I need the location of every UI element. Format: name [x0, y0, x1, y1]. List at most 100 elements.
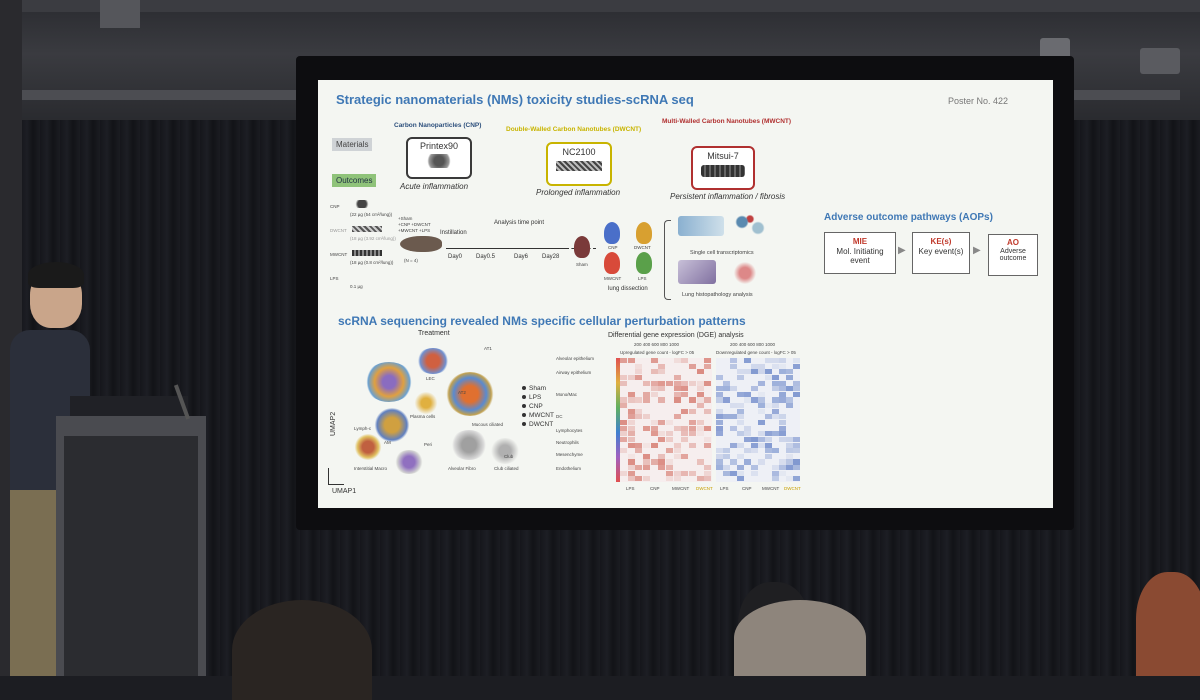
dge-row-groups: Alveolar epithelium Airway epithelium Mo…	[556, 356, 616, 482]
heatmap-cell	[643, 380, 651, 386]
umap-label: Alveolar Fibro	[448, 466, 476, 471]
heatmap-cell	[786, 453, 793, 459]
heatmap-cell	[689, 470, 697, 476]
heatmap-cell	[643, 459, 651, 465]
timepoint-day05: Day0.5	[476, 254, 496, 260]
heatmap-cell	[650, 380, 658, 386]
heatmap-cell	[751, 442, 758, 448]
heatmap-cell	[620, 374, 628, 381]
heatmap-cell	[704, 442, 712, 448]
heatmap-cell	[779, 386, 786, 392]
timepoint-day28: Day28	[542, 254, 560, 260]
dge-down-label: Downregulated gene count - logFC > 05	[716, 350, 796, 355]
heatmap-cell	[696, 459, 704, 465]
aop-mie-text: Mol. Initiating event	[836, 247, 884, 265]
heatmap-cell	[730, 363, 737, 369]
material-header-mwcnt: Multi-Walled Carbon Nanotubes (MWCNT)	[662, 118, 792, 125]
heatmap-cell	[627, 420, 635, 426]
umap-label: LEC	[426, 376, 435, 381]
umap-label: AT1	[484, 346, 492, 351]
heatmap-cell	[744, 369, 751, 375]
heatmap-cell	[723, 386, 730, 392]
heatmap-cell	[696, 425, 704, 431]
heatmap-cell	[758, 363, 765, 369]
heatmap-cell	[635, 448, 643, 454]
heatmap-cell	[696, 476, 704, 482]
heatmap-cell	[681, 408, 689, 414]
heatmap-cell	[620, 425, 628, 431]
heatmap-cell	[786, 465, 793, 471]
heatmap-cell	[758, 431, 765, 437]
umap-plot: AT1 AT2 LEC Plasma cells Mucous ciliated…	[354, 342, 524, 482]
heatmap-cell	[620, 420, 628, 426]
heatmap-cell	[772, 408, 779, 414]
legend-item: LPS	[522, 393, 554, 402]
dose-label-mwcnt: MWCNT	[330, 252, 348, 257]
heatmap-cell	[737, 403, 744, 409]
aop-title: Adverse outcome pathways (AOPs)	[824, 212, 993, 223]
dge-scale-up: 200 400 600 800 1000	[634, 342, 680, 347]
umap-title: Treatment	[418, 330, 450, 337]
heatmap-cell	[716, 448, 723, 454]
aop-ao-box: AO Adverse outcome	[988, 234, 1038, 276]
dge-group-label: Mono/Mac	[556, 392, 578, 397]
heatmap-cell	[704, 408, 712, 414]
heatmap-cell	[730, 358, 737, 364]
heatmap-cell	[758, 408, 765, 414]
heatmap-cell	[716, 397, 723, 403]
umap-label: Interstitial Macro	[354, 466, 388, 471]
aop-ke-head: KE(s)	[930, 237, 952, 246]
heatmap-cell	[689, 431, 697, 437]
heatmap-cell	[643, 442, 651, 448]
heatmap-cell	[737, 374, 744, 381]
lung-tissue-image	[730, 262, 760, 284]
heatmap-cell	[681, 470, 689, 476]
heatmap-cell	[627, 436, 635, 443]
stage-light	[100, 0, 140, 28]
heatmap-cell	[744, 436, 751, 443]
heatmap-cell	[673, 358, 681, 364]
dge-scale-down: 200 400 600 800 1000	[730, 342, 776, 347]
heatmap-cell	[765, 358, 772, 364]
heatmap-cell	[758, 436, 765, 443]
heatmap-cell	[627, 374, 635, 381]
heatmap-cell	[730, 403, 737, 409]
heatmap-cell	[635, 414, 643, 420]
aop-mie-head: MIE	[852, 237, 868, 246]
umap-cluster	[374, 408, 410, 442]
timepoint-day0: Day0	[448, 254, 463, 260]
heatmap-cell	[650, 391, 658, 397]
dge-title: Differential gene expression (DGE) analy…	[608, 332, 744, 339]
heatmap-cell	[779, 425, 786, 431]
umap-label: AT2	[458, 390, 466, 395]
heatmap-cell	[758, 420, 765, 426]
material-box-cnp: Printex90	[406, 137, 472, 179]
analysis-bracket	[664, 220, 671, 300]
heatmap-cell	[635, 363, 643, 369]
heatmap-cell	[696, 380, 704, 386]
mouse-image	[400, 236, 442, 252]
heatmap-cell	[772, 374, 779, 381]
heatmap-cell	[658, 453, 666, 459]
legend-label: Sham	[529, 385, 546, 392]
legend-item: MWCNT	[522, 411, 554, 420]
instillation-label: Instillation	[440, 230, 467, 236]
materials-label: Materials	[332, 138, 373, 151]
umap-label: Plasma cells	[410, 414, 436, 419]
heatmap-cell	[673, 380, 681, 386]
slide-title: Strategic nanomaterials (NMs) toxicity s…	[336, 92, 694, 107]
heatmap-cell	[704, 425, 712, 431]
heatmap-cell	[779, 414, 786, 420]
heatmap-cell	[635, 465, 643, 471]
heatmap-cell	[716, 374, 723, 381]
heatmap-cell	[627, 476, 635, 482]
heatmap-cell	[786, 476, 793, 482]
heatmap-cell	[758, 391, 765, 397]
heatmap-cell	[786, 436, 793, 443]
heatmap-cell	[689, 442, 697, 448]
lung-label-lps: LPS	[638, 276, 647, 281]
nanotube-image	[701, 165, 745, 177]
material-outcome-dwcnt: Prolonged inflammation	[536, 188, 621, 197]
heatmap-cell	[737, 391, 744, 397]
material-box-mwcnt: Mitsui-7	[691, 146, 755, 190]
